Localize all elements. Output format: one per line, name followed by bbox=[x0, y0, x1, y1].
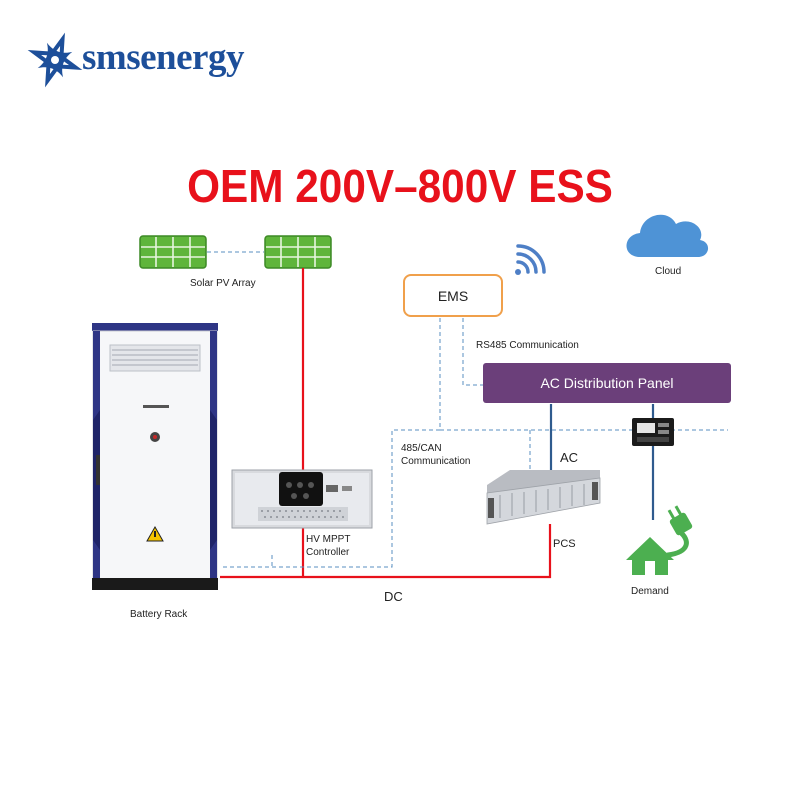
solar-label: Solar PV Array bbox=[190, 278, 256, 289]
pcs-label: PCS bbox=[553, 538, 576, 550]
battery-label: Battery Rack bbox=[130, 609, 188, 620]
cloud-label: Cloud bbox=[655, 266, 682, 277]
meter-icon bbox=[632, 418, 674, 446]
brand-name: smsenergy bbox=[82, 37, 244, 78]
can-label-line2: Communication bbox=[401, 456, 471, 467]
solar-panel-icon bbox=[264, 235, 332, 269]
ac-label: AC bbox=[560, 450, 579, 465]
house-plug-icon bbox=[626, 505, 693, 575]
page-title: OEM 200V–800V ESS bbox=[187, 160, 613, 212]
cloud-icon bbox=[626, 214, 709, 257]
demand-label: Demand bbox=[631, 586, 669, 597]
rs485-label: RS485 Communication bbox=[476, 340, 579, 351]
wifi-icon bbox=[515, 244, 546, 275]
dc-label: DC bbox=[384, 589, 403, 604]
battery-rack-icon bbox=[92, 323, 218, 590]
mppt-label-line2: Controller bbox=[306, 547, 350, 558]
can-label-line1: 485/CAN bbox=[401, 443, 442, 454]
ac-distribution-panel: AC Distribution Panel bbox=[483, 363, 731, 403]
mppt-controller-icon bbox=[231, 469, 373, 529]
mppt-label-line1: HV MPPT bbox=[306, 534, 351, 545]
pcs-unit-icon bbox=[486, 470, 601, 525]
ems-box: EMS bbox=[403, 274, 503, 317]
solar-panel-icon bbox=[139, 235, 207, 269]
